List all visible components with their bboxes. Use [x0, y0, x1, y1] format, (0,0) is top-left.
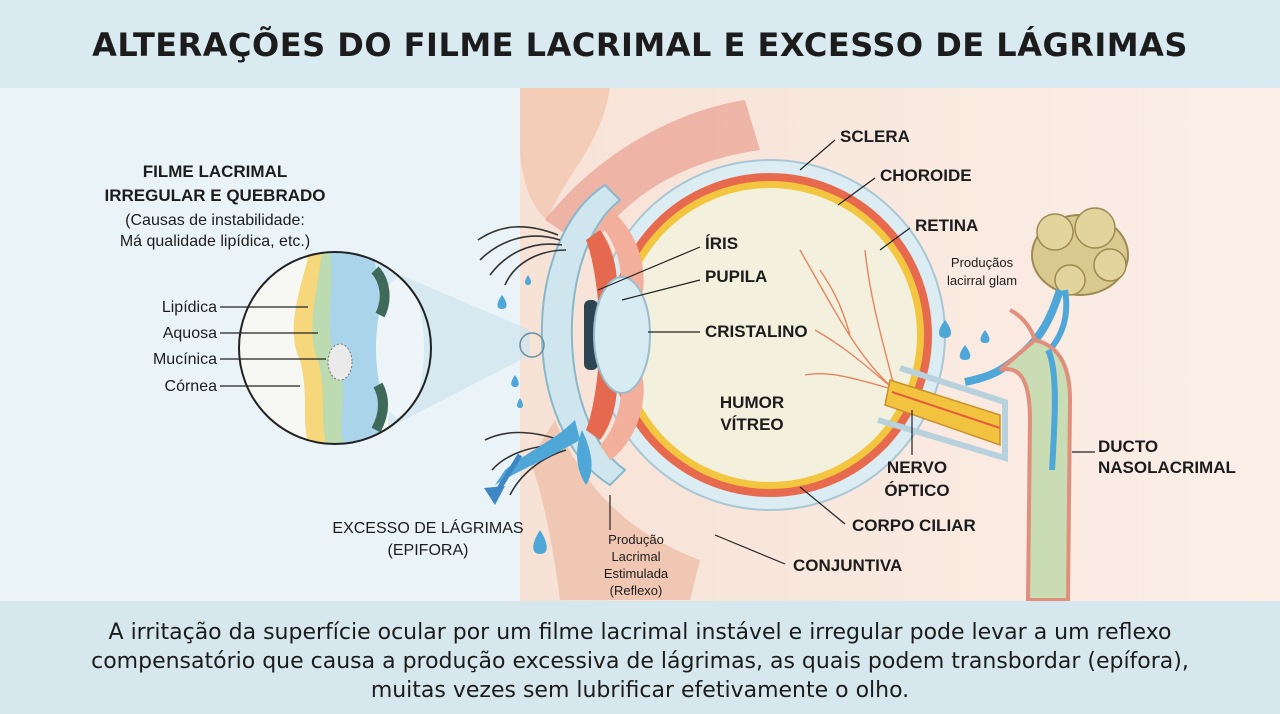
optic-sheath	[877, 365, 1008, 463]
layer-cornea: Córnea	[165, 378, 218, 395]
label-sclera: SCLERA	[840, 127, 910, 146]
tear-overflow-stream	[495, 420, 580, 485]
caption-band	[0, 601, 1280, 714]
lacrimal-gland	[1031, 207, 1129, 296]
label-retina: RETINA	[915, 216, 978, 235]
label-gland-1: Produçãos	[951, 255, 1014, 270]
leader-lines	[220, 139, 1095, 565]
label-humor-1: HUMOR	[720, 393, 784, 412]
label-cristalino: CRISTALINO	[705, 322, 808, 341]
label-reflex-1: Produção	[608, 532, 664, 547]
label-pupila: PUPILA	[705, 267, 767, 286]
page-title: ALTERAÇÕES DO FILME LACRIMAL E EXCESSO D…	[92, 26, 1188, 64]
label-epiphora-2: (EPIFORA)	[388, 542, 469, 559]
tear-film-magnifier	[238, 251, 432, 445]
eye-diagram: FILME LACRIMAL IRREGULAR E QUEBRADO (Cau…	[104, 88, 1280, 601]
tear-film-heading-2: IRREGULAR E QUEBRADO	[104, 186, 325, 205]
retinal-vessels	[799, 249, 896, 391]
label-nervo-2: ÓPTICO	[884, 481, 949, 500]
eyelashes-upper	[477, 226, 567, 286]
optic-nerve	[884, 379, 1001, 447]
label-conjuntiva: CONJUNTIVA	[793, 556, 902, 575]
caption-text: A irritação da superfície ocular por um …	[91, 620, 1189, 703]
tear-drip	[577, 430, 592, 485]
layer-mucinica: Mucínica	[153, 351, 217, 368]
header-band	[0, 0, 1280, 88]
label-iris: ÍRIS	[705, 234, 738, 253]
label-duct-2: NASOLACRIMAL	[1098, 458, 1236, 477]
label-choroide: CHOROIDE	[880, 166, 972, 185]
label-gland-2: lacirral glam	[947, 273, 1017, 288]
label-reflex-3: Estimulada	[604, 566, 669, 581]
label-reflex-4: (Reflexo)	[610, 583, 663, 598]
tear-drops	[497, 275, 990, 554]
layer-aquosa: Aquosa	[163, 325, 217, 342]
vitreous-body	[623, 188, 917, 482]
cornea	[540, 183, 627, 487]
label-nervo-1: NERVO	[887, 458, 947, 477]
tear-film-note-2: Má qualidade lipídica, etc.)	[120, 233, 310, 250]
lower-eyelid	[530, 420, 700, 600]
label-humor-2: VÍTREO	[720, 415, 783, 434]
layer-lipidica: Lipídica	[162, 299, 217, 316]
label-reflex-2: Lacrimal	[611, 549, 660, 564]
tear-film-heading-1: FILME LACRIMAL	[143, 162, 287, 181]
ciliary-body	[600, 210, 644, 300]
crystalline-lens	[593, 276, 651, 394]
label-epiphora-1: EXCESSO DE LÁGRIMAS	[332, 518, 523, 537]
label-duct-1: DUCTO	[1098, 437, 1158, 456]
brow-region	[520, 88, 610, 220]
tear-film-note-1: (Causas de instabilidade:	[125, 212, 305, 229]
label-corpo-ciliar: CORPO CILIAR	[852, 516, 976, 535]
